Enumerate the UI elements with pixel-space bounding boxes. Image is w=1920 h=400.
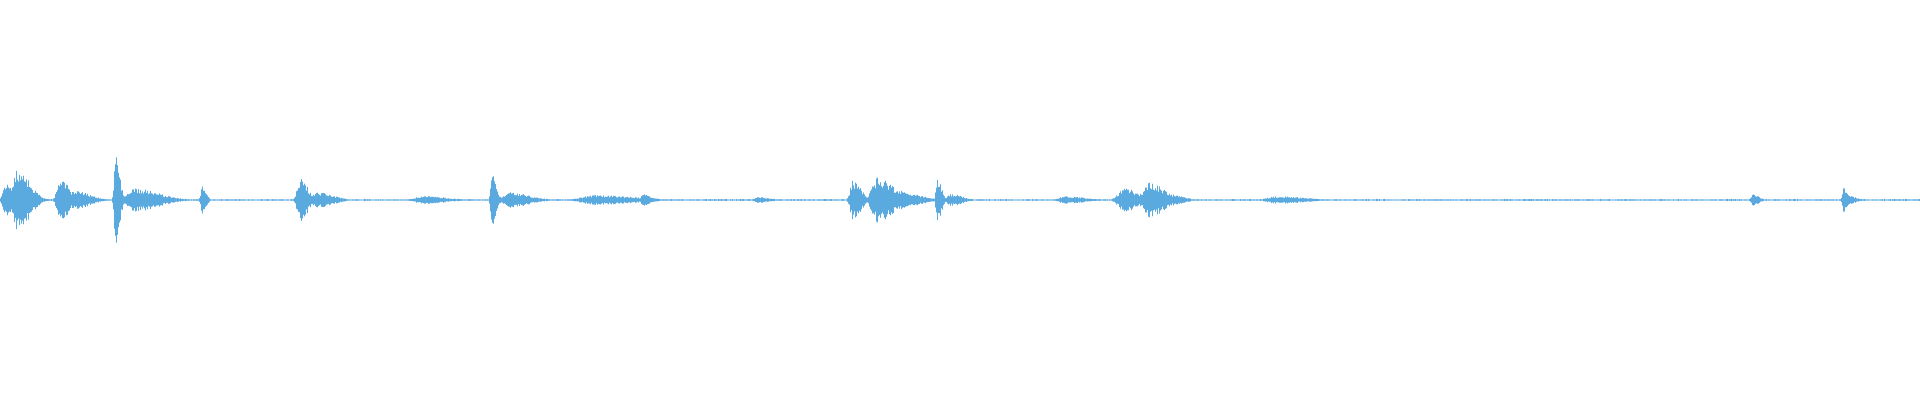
waveform-trace	[0, 157, 1920, 243]
